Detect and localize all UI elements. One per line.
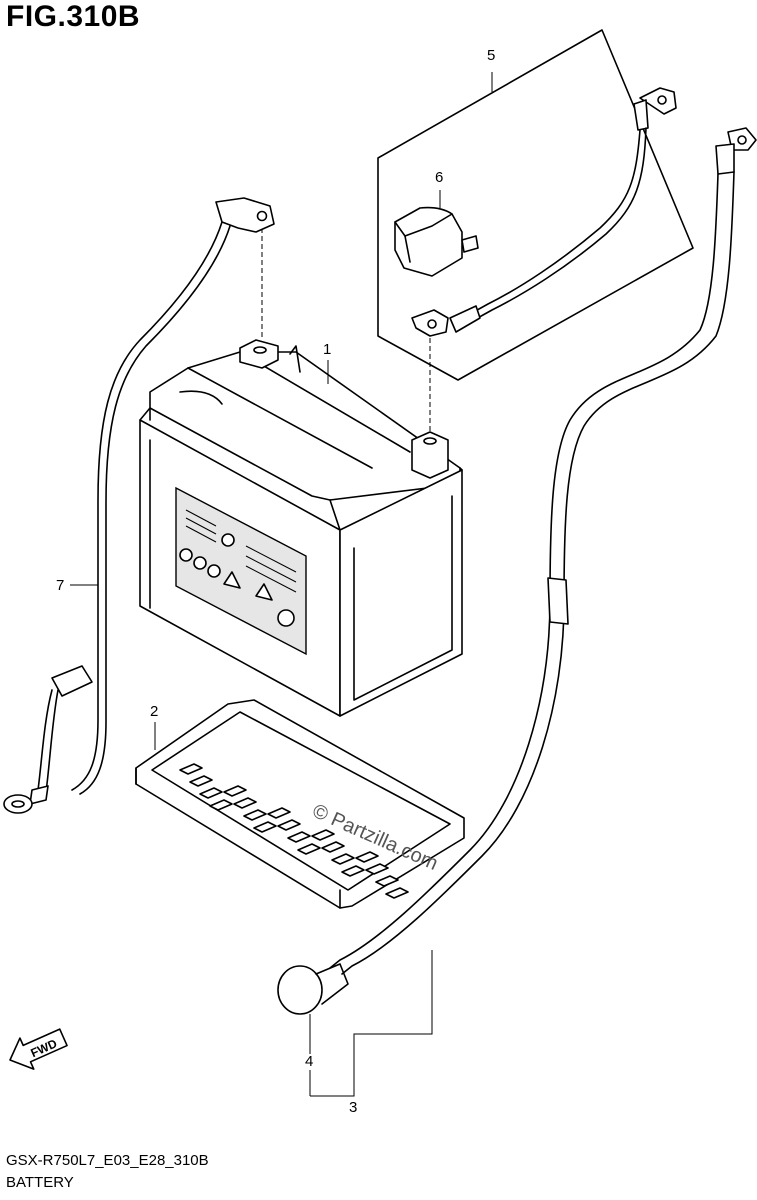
part-2-battery-tray xyxy=(135,699,465,909)
tray-slot xyxy=(243,809,267,821)
tray-slot xyxy=(267,807,291,819)
figure-name: BATTERY xyxy=(6,1174,74,1191)
leader-lines xyxy=(70,72,493,1097)
tray-slot xyxy=(331,853,355,865)
callout-7: 7 xyxy=(56,577,64,594)
part-5-battery-cable xyxy=(411,87,677,337)
figure-title: FIG.310B xyxy=(6,0,141,33)
part-7-lead-wire xyxy=(3,197,275,814)
tray-slot xyxy=(341,865,365,877)
part-3-battery-cable xyxy=(329,127,757,975)
callout-1: 1 xyxy=(323,341,331,358)
tray-slot xyxy=(321,841,345,853)
tray-slot xyxy=(355,851,379,863)
tray-slot xyxy=(277,819,301,831)
fwd-arrow-icon: FWD xyxy=(9,1028,68,1070)
tray-slot xyxy=(385,887,409,899)
tray-slot xyxy=(223,785,247,797)
callout-6: 6 xyxy=(435,169,443,186)
tray-slot xyxy=(189,775,213,787)
part-4-terminal-cap xyxy=(277,963,349,1015)
tray-slot xyxy=(311,829,335,841)
tray-slot xyxy=(375,875,399,887)
figure-code: GSX-R750L7_E03_E28_310B xyxy=(6,1152,209,1169)
inset-box-5 xyxy=(377,29,694,381)
tray-slot xyxy=(179,763,203,775)
tray-slot xyxy=(253,821,277,833)
tray-slot xyxy=(297,843,321,855)
part-1-battery xyxy=(139,339,463,717)
callout-4: 4 xyxy=(305,1053,313,1070)
tray-slot xyxy=(287,831,311,843)
callout-5: 5 xyxy=(487,47,495,64)
tray-slot xyxy=(233,797,257,809)
tray-slot xyxy=(209,799,233,811)
callout-3: 3 xyxy=(349,1099,357,1116)
part-6-terminal-cover xyxy=(394,206,479,277)
callout-2: 2 xyxy=(150,703,158,720)
tray-slot xyxy=(199,787,223,799)
tray-slot xyxy=(365,863,389,875)
